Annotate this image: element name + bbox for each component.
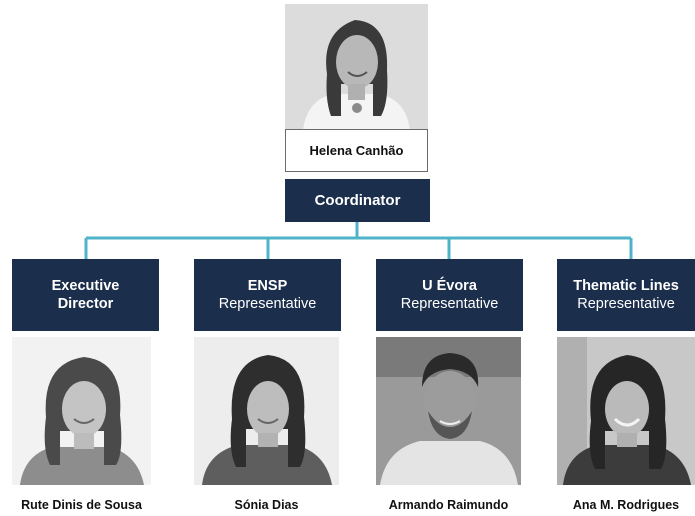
role-line2: Director [57,296,114,312]
role-line1: ENSP [247,278,288,294]
member-photo-thematic-lines-representative [557,337,695,485]
role-box-u-evora-representative: U Évora Representative [376,259,523,331]
coordinator-name: Helena Canhão [285,129,428,172]
coordinator-role-label: Coordinator [314,192,401,209]
member-name: Ana M. Rodrigues [572,498,680,512]
coordinator-role-box: Coordinator [285,179,430,222]
role-line1: Executive [51,278,120,294]
role-line2: Representative [577,296,675,312]
member-photo-ensp-representative [194,337,339,485]
member-photo-u-evora-representative [376,337,521,485]
member-name: Armando Raimundo [388,498,509,512]
member-photo-executive-director [12,337,151,485]
role-line1: U Évora [422,278,477,294]
role-line2: Representative [218,296,317,312]
role-box-executive-director: Executive Director [12,259,159,331]
member-name: Sónia Dias [234,498,299,512]
member-name: Rute Dinis de Sousa [21,498,142,512]
role-box-ensp-representative: ENSP Representative [194,259,341,331]
coordinator-photo [285,4,428,130]
role-line2: Representative [400,296,499,312]
role-line1: Thematic Lines [573,278,679,294]
role-box-thematic-lines-representative: Thematic Lines Representative [557,259,695,331]
